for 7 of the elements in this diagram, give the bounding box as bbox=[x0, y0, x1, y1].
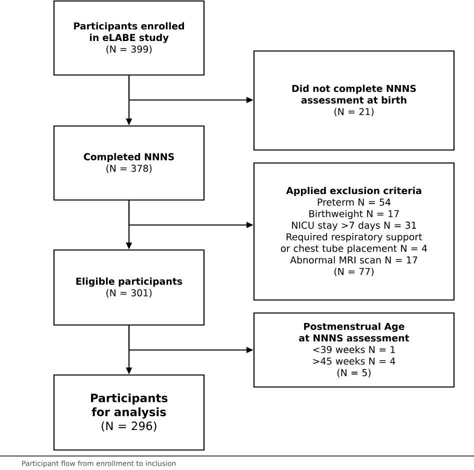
step-box: Participants enrolled in eLABE study (N = 399) bbox=[53, 0, 205, 76]
step-box: Participants for analysis (N = 296) bbox=[53, 374, 205, 451]
exclusion-box: Applied exclusion criteria Preterm N = 54 Birthweight N = 17 NICU stay >7 days N = 31 Required respiratory support or chest tube placement N = 4 Abnormal MRI scan N = 17 (N = 77) bbox=[253, 162, 455, 301]
exclusion-box: Did not complete NNNS assessment at birth (N = 21) bbox=[253, 50, 455, 151]
step-box: Completed NNNS (N = 378) bbox=[53, 125, 205, 201]
step-box: Eligible participants (N = 301) bbox=[53, 249, 205, 326]
exclusion-box: Postmenstrual Age at NNNS assessment <39 weeks N = 1 >45 weeks N = 4 (N = 5) bbox=[253, 312, 455, 388]
